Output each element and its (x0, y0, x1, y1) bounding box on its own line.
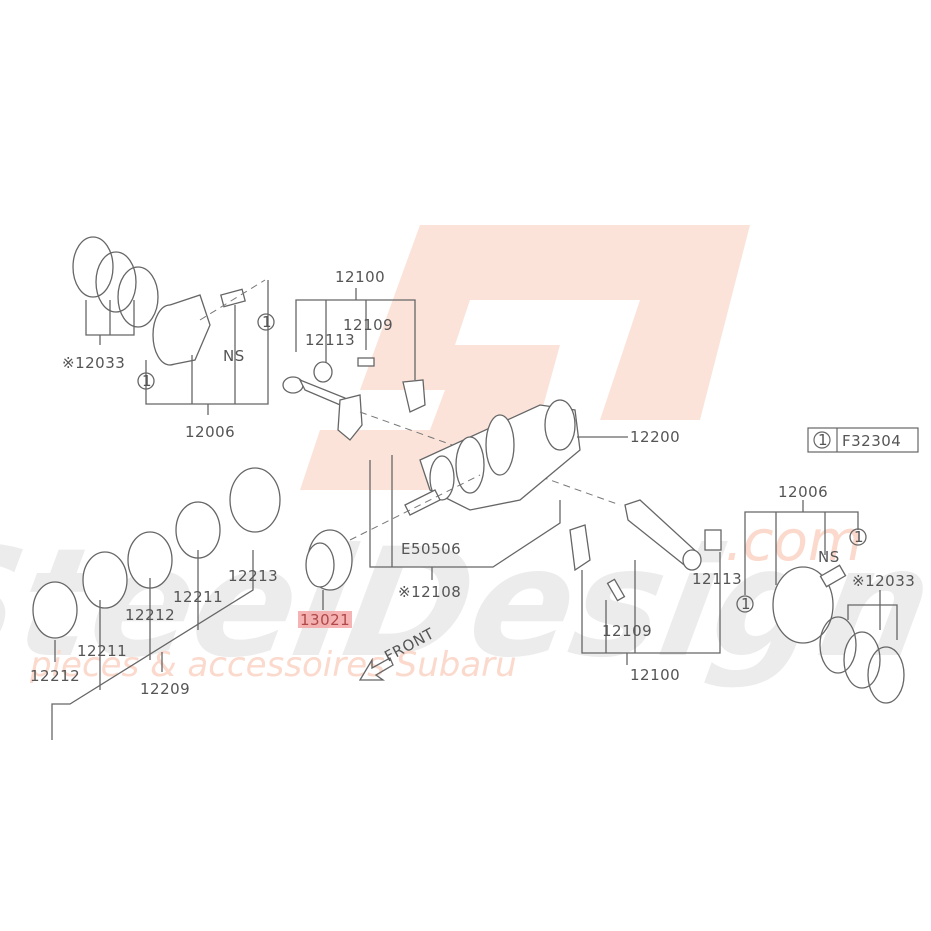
conrod-bottom (569, 499, 722, 665)
part-label-12006-left[interactable]: 12006 (185, 423, 235, 441)
part-label-12113-top[interactable]: 12113 (305, 331, 355, 349)
part-label-12033-left[interactable]: ※12033 (62, 354, 125, 372)
watermark-logo (300, 225, 750, 490)
part-label-12113-right[interactable]: 12113 (692, 570, 742, 588)
legend-ref: 1 (818, 431, 828, 449)
part-label-12200[interactable]: 12200 (630, 428, 680, 446)
piston-right (744, 500, 905, 704)
piston-left (152, 279, 266, 366)
crankshaft (349, 399, 628, 580)
main-bearings (32, 467, 281, 740)
part-label-12108[interactable]: ※12108 (398, 583, 461, 601)
part-label-12006-right[interactable]: 12006 (778, 483, 828, 501)
part-label-ns-right: NS (818, 548, 840, 566)
ref-circle-icon (257, 313, 275, 331)
part-label-12213[interactable]: 12213 (228, 567, 278, 585)
ref-circle-label: 1 (262, 313, 272, 331)
ref-circle-icon (736, 595, 754, 613)
part-label-12211-b[interactable]: 12211 (77, 642, 127, 660)
ref-circle-icon (137, 372, 155, 390)
ref-circle-icon (849, 528, 867, 546)
part-label-13021[interactable]: 13021 (300, 611, 350, 629)
part-label-12100-top[interactable]: 12100 (335, 268, 385, 286)
part-label-ns-left: NS (223, 347, 245, 365)
bracket-12006-left (85, 280, 269, 415)
front-arrow-icon (358, 657, 394, 681)
highlight-13021 (298, 611, 352, 628)
ref-circle-label: 1 (142, 372, 152, 390)
part-label-12109-bottom[interactable]: 12109 (602, 622, 652, 640)
part-label-12211-a[interactable]: 12211 (173, 588, 223, 606)
piston-rings-left (72, 236, 159, 328)
part-label-12212-a[interactable]: 12212 (125, 606, 175, 624)
part-label-12109-top[interactable]: 12109 (343, 316, 393, 334)
ref-circle-icon (813, 431, 831, 449)
watermark-domain: .com (725, 509, 862, 574)
ref-circle-label: 1 (741, 595, 751, 613)
part-label-12100-bottom[interactable]: 12100 (630, 666, 680, 684)
part-label-12209[interactable]: 12209 (140, 680, 190, 698)
crank-sprocket (305, 529, 353, 610)
part-label-e50506[interactable]: E50506 (401, 540, 461, 558)
part-label-12212-b[interactable]: 12212 (30, 667, 80, 685)
ref-circle-label: 1 (854, 528, 864, 546)
part-label-12033-right[interactable]: ※12033 (852, 572, 915, 590)
legend-box: 1 F32304 (807, 427, 919, 453)
legend-code: F32304 (842, 432, 901, 450)
